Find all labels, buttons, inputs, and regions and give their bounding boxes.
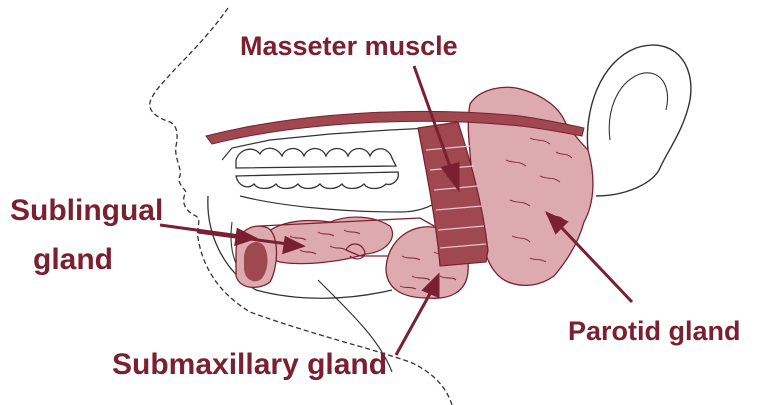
masseter-muscle-label: Masseter muscle bbox=[240, 33, 458, 60]
sublingual-pointer-1 bbox=[160, 225, 240, 236]
parotid-gland-label: Parotid gland bbox=[568, 318, 741, 345]
lower-teeth bbox=[236, 172, 398, 189]
submaxillary-gland-label: Submaxillary gland bbox=[112, 350, 387, 380]
ear-outline bbox=[587, 45, 691, 196]
tongue-outline bbox=[240, 196, 440, 212]
parotid-pointer bbox=[560, 226, 632, 302]
upper-teeth bbox=[236, 148, 396, 168]
sublingual-label-line1: Sublingual bbox=[10, 196, 163, 226]
submaxillary-pointer bbox=[396, 290, 432, 355]
sublingual-label-line2: gland bbox=[33, 245, 113, 275]
